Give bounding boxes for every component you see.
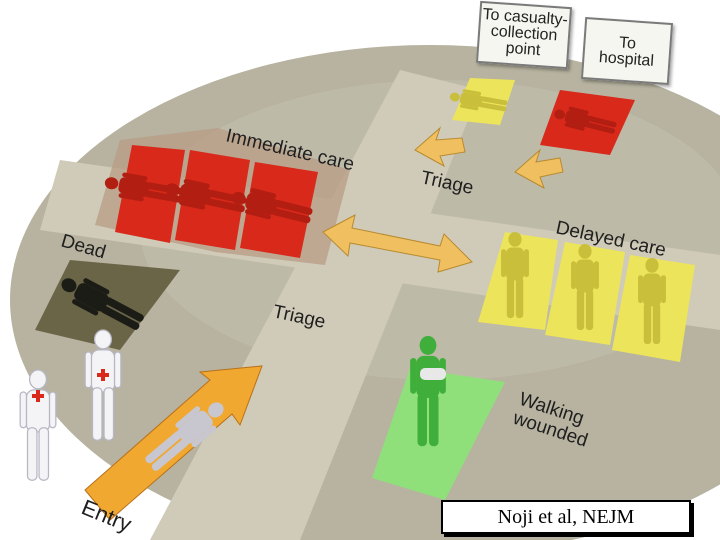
- medic-1: [19, 369, 57, 481]
- immediate-care-mat-2: [162, 150, 250, 250]
- triage-to-hospital-arrow: [514, 148, 564, 190]
- delayed-care-mat-1: [478, 231, 558, 330]
- immediate-care-mat-3: [228, 162, 318, 258]
- medic-2: [84, 329, 122, 441]
- delayed-care-mat-2: [545, 242, 625, 345]
- triage-to-casualty-arrow: [414, 126, 466, 168]
- triage-corridor-vertical: [150, 70, 480, 540]
- sign-to-hospital: To hospital: [580, 17, 674, 85]
- casualty-collection-mat: [448, 78, 515, 125]
- delayed-care-mat-3: [612, 255, 695, 362]
- hospital-mat: [540, 90, 635, 155]
- sign-casualty-text: To casualty- collection point: [482, 6, 569, 60]
- dead-zone: [35, 260, 180, 350]
- sign-hospital-text: To hospital: [598, 34, 655, 70]
- walking-wounded-zone: [372, 335, 505, 500]
- immediate-care-mat-1: [102, 145, 185, 243]
- sign-casualty-collection-point: To casualty- collection point: [475, 0, 573, 70]
- immediate-delayed-double-arrow: [322, 214, 473, 273]
- citation-text: Noji et al, NEJM: [497, 506, 635, 528]
- citation-box: Noji et al, NEJM: [441, 500, 691, 534]
